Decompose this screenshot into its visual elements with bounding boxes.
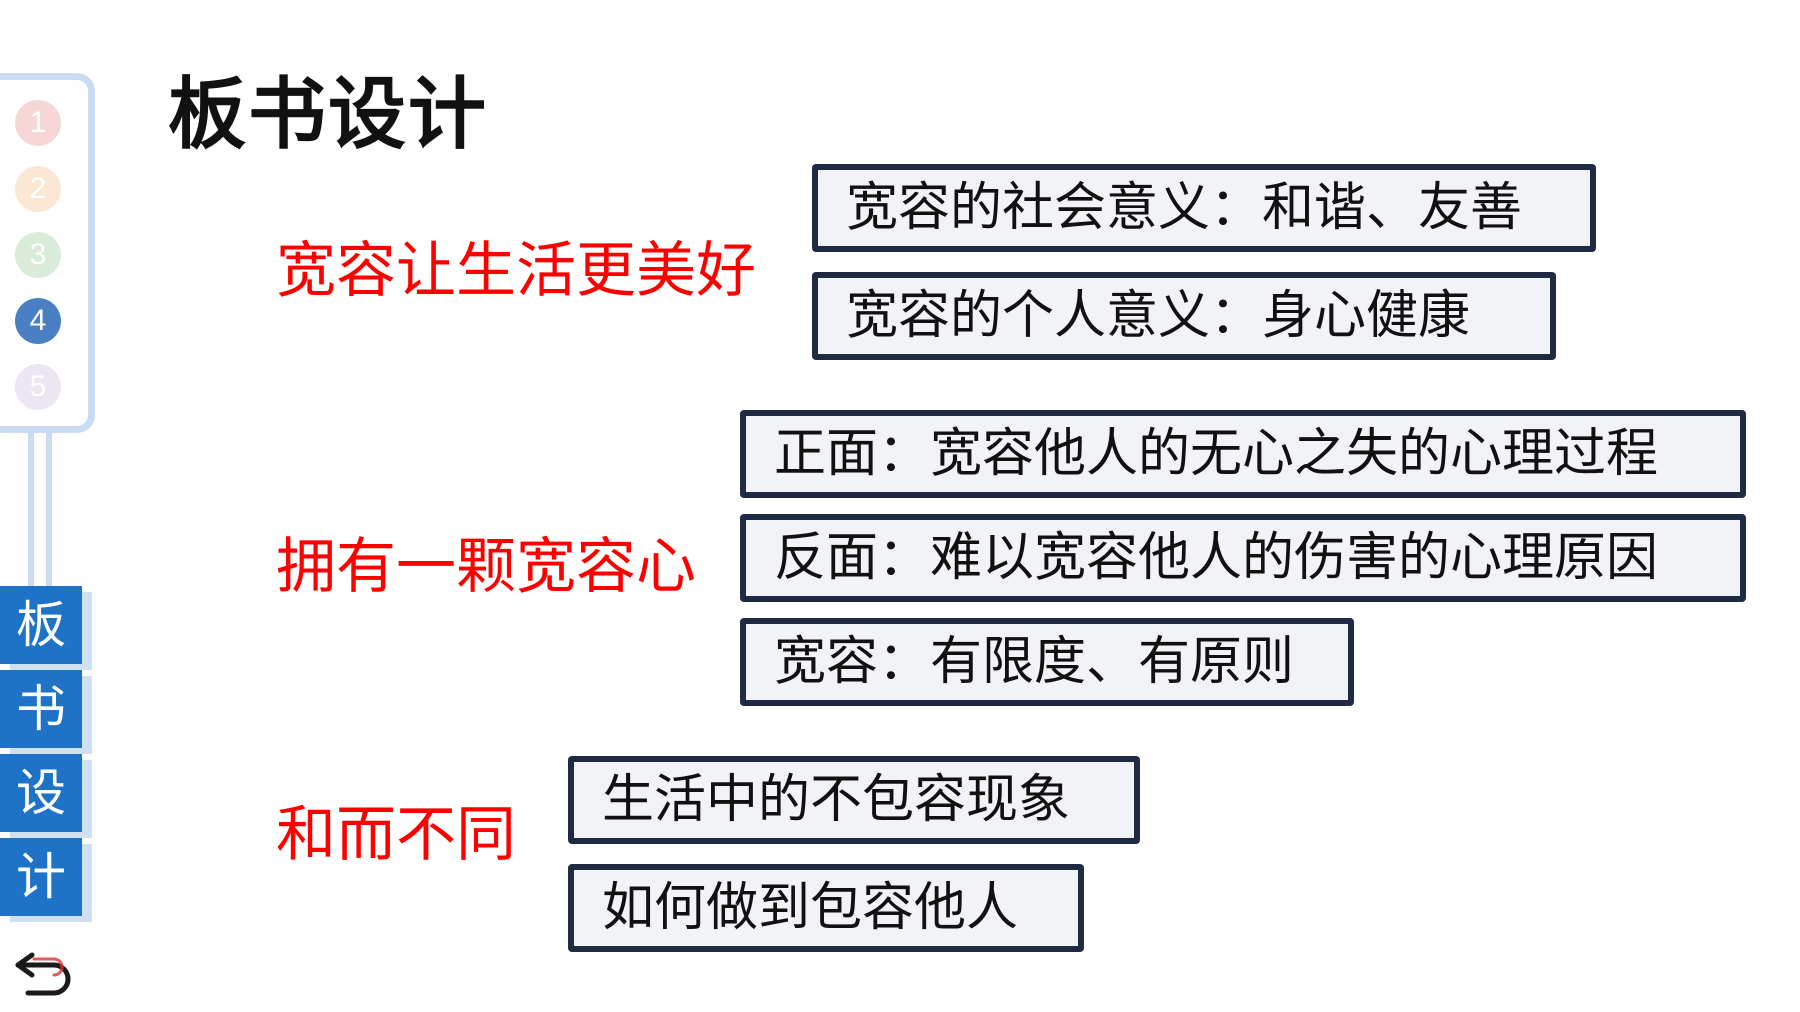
page-title: 板书设计 [168,70,489,160]
section-2-point-3: 宽容：有限度、有原则 [740,618,1354,706]
back-arrow-icon[interactable] [10,945,74,1001]
step-3-button[interactable]: 3 [15,232,61,278]
step-5-button[interactable]: 5 [15,364,61,410]
step-4-button[interactable]: 4 [15,298,61,344]
section-3-topic: 和而不同 [276,800,516,870]
section-2-point-2: 反面：难以宽容他人的伤害的心理原因 [740,514,1746,602]
section-2-topic: 拥有一颗宽容心 [276,532,696,602]
tab-char-4[interactable]: 计 [0,838,82,916]
step-1-button[interactable]: 1 [15,100,61,146]
section-2-point-1: 正面：宽容他人的无心之失的心理过程 [740,410,1746,498]
tab-char-3[interactable]: 设 [0,754,82,832]
step-2-button[interactable]: 2 [15,166,61,212]
section-1-topic: 宽容让生活更美好 [276,236,756,306]
section-3-point-2: 如何做到包容他人 [568,864,1084,952]
section-1-point-1: 宽容的社会意义：和谐、友善 [812,164,1596,252]
tab-char-2[interactable]: 书 [0,670,82,748]
section-3-point-1: 生活中的不包容现象 [568,756,1140,844]
step-nav-stem [28,432,52,602]
section-1-point-2: 宽容的个人意义：身心健康 [812,272,1556,360]
tab-char-1[interactable]: 板 [0,586,82,664]
